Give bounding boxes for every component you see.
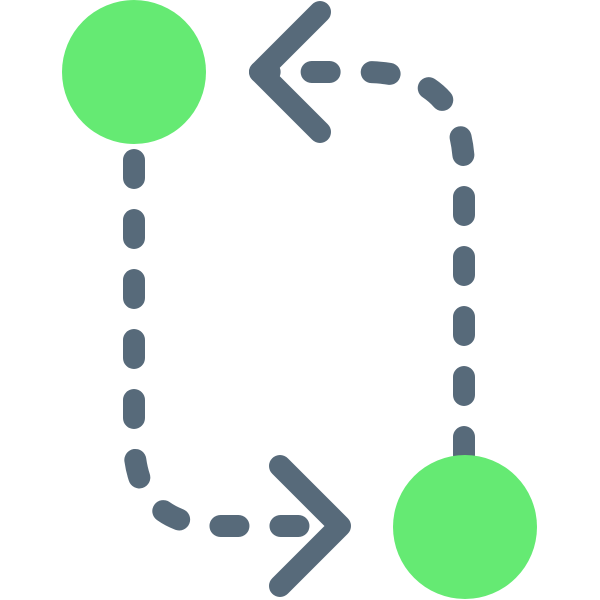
dashed-route-right-up	[249, 61, 475, 466]
arrowhead-left	[249, 1, 331, 143]
start-node	[62, 0, 206, 144]
dashed-route-left-down	[123, 149, 351, 537]
arrowhead-right	[269, 455, 351, 597]
end-node	[393, 455, 537, 599]
